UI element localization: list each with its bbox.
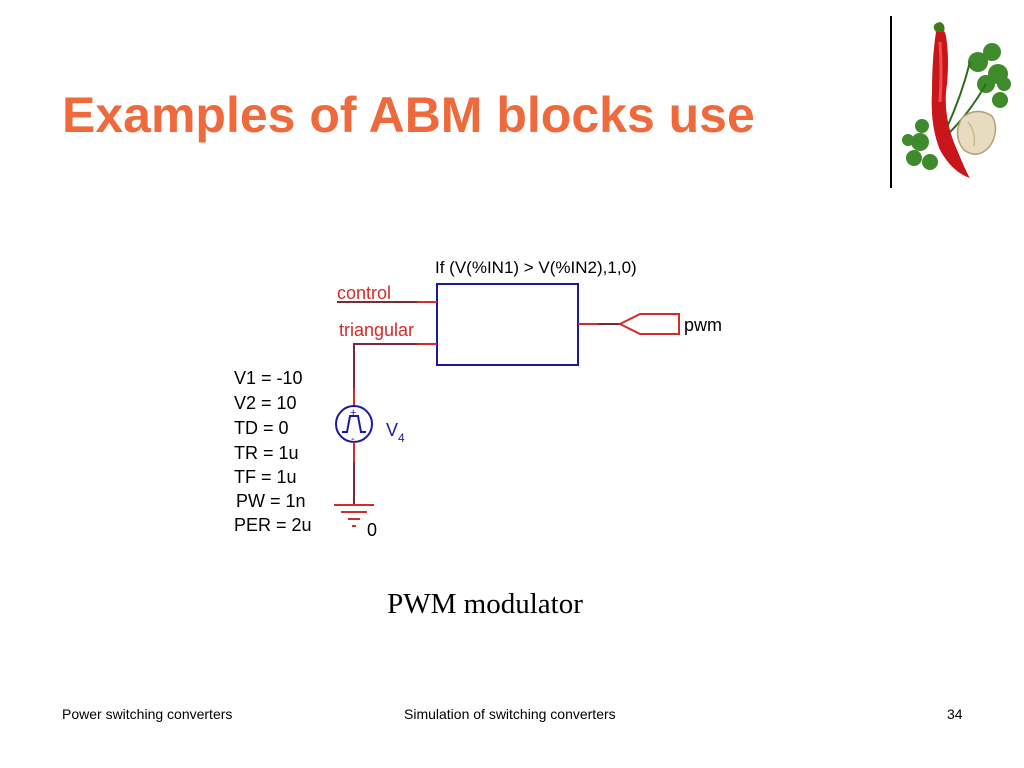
param-tr: TR = 1u [234,443,299,463]
param-td: TD = 0 [234,418,289,438]
source-plus-sign: + [350,407,356,419]
slide-title: Examples of ABM blocks use [62,87,755,143]
title-divider [890,16,892,188]
param-per: PER = 2u [234,515,312,535]
source-minus-sign: - [351,433,355,445]
garlic-icon [956,110,997,155]
triangular-wire[interactable] [353,343,417,388]
param-v1: V1 = -10 [234,368,303,388]
control-net-label: control [337,283,391,303]
figure-caption: PWM modulator [387,588,583,620]
triangular-net-label: triangular [339,320,414,340]
param-v2: V2 = 10 [234,393,297,413]
parsley-icon [902,43,1011,170]
ground-net-label: 0 [367,520,377,540]
page-number: 34 [947,706,963,722]
pwm-net-label: pwm [684,315,722,335]
source-reference: V4 [386,420,405,445]
abm-block[interactable] [436,283,579,366]
footer-course: Power switching converters [62,706,233,722]
source-parameters: V1 = -10 V2 = 10 TD = 0 TR = 1u TF = 1u … [234,368,312,535]
param-pw: PW = 1n [236,491,306,511]
ground-icon[interactable] [334,504,374,527]
footer-topic: Simulation of switching converters [404,706,616,722]
param-tf: TF = 1u [234,467,297,487]
source-ref-index: 4 [398,431,405,445]
abm-expression: If (V(%IN1) > V(%IN2),1,0) [435,258,637,277]
chili-garlic-logo [902,22,1011,178]
source-ref-letter: V [386,420,398,440]
offpage-connector-icon[interactable] [617,313,680,335]
